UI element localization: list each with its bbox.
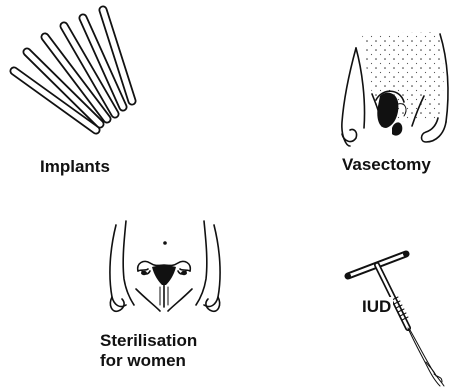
uterus [138,261,191,307]
sterilisation-illustration [102,213,232,323]
iud-string [408,328,440,386]
implant-rods [14,10,132,130]
navel [163,241,167,245]
right-hand [422,118,447,142]
implants-caption: Implants [40,157,110,177]
left-arm-outline [342,48,356,146]
sterilisation-caption-line2: for women [100,351,186,371]
sterilisation-caption-line1: Sterilisation [100,331,197,351]
left-hand [342,129,357,141]
vasectomy-caption: Vasectomy [342,155,431,175]
vasectomy-illustration [320,30,458,155]
iud-illustration [330,250,458,389]
torso-shading [362,32,444,122]
implants-illustration [0,0,150,150]
iud-caption: IUD [360,297,393,317]
